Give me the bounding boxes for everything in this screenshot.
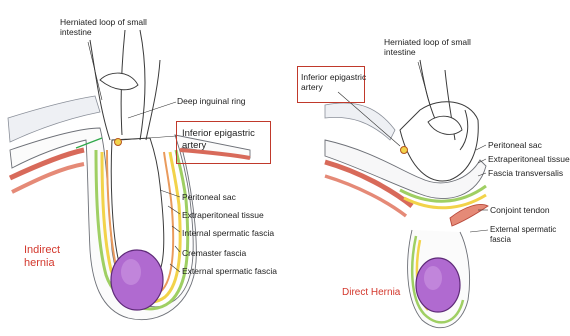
right-label-external-spermatic: External spermatic fascia [490, 225, 570, 245]
left-testis-highlight [121, 259, 141, 285]
right-label-fascia-transversalis: Fascia transversalis [488, 168, 563, 178]
right-label-conjoint-tendon: Conjoint tendon [490, 205, 550, 215]
right-label-peritoneal-sac: Peritoneal sac [488, 140, 542, 150]
left-label-peritoneal-sac: Peritoneal sac [182, 192, 236, 202]
right-epigastric-vessel [401, 147, 408, 154]
left-label-internal-spermatic: Internal spermatic fascia [182, 228, 274, 238]
left-label-external-spermatic: External spermatic fascia [182, 266, 277, 276]
right-label-extraperitoneal: Extraperitoneal tissue [488, 154, 570, 164]
right-testis-highlight [424, 266, 442, 290]
right-label-herniated-loop: Herniated loop of small intestine [384, 37, 471, 57]
right-abdominal-wall [325, 103, 395, 140]
indirect-hernia-drawing [8, 30, 250, 320]
left-label-cremaster: Cremaster fascia [182, 248, 246, 258]
left-label-deep-inguinal-ring: Deep inguinal ring [177, 96, 246, 106]
left-label-extraperitoneal: Extraperitoneal tissue [182, 210, 264, 220]
left-label-inferior-epigastric: Inferior epigastric artery [182, 128, 255, 152]
left-label-herniated-loop: Herniated loop of small intestine [60, 17, 147, 37]
right-label-inferior-epigastric: Inferior epigastric artery [301, 72, 366, 92]
left-epigastric-vessel [115, 139, 122, 146]
left-caption-indirect-hernia: Indirect hernia [24, 244, 60, 270]
left-intestine-curl [100, 73, 138, 90]
left-muscle-layer-2 [12, 164, 84, 192]
right-caption-direct-hernia: Direct Hernia [342, 286, 400, 299]
